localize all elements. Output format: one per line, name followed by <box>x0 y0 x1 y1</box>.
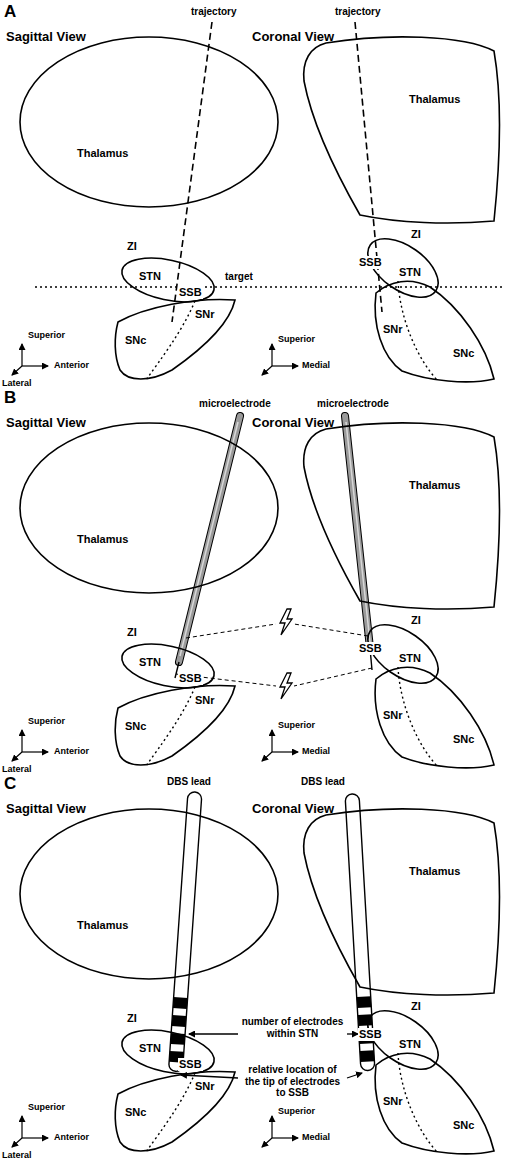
brain-region: SNrSNc <box>110 1064 240 1154</box>
region-label: SNr <box>194 694 216 707</box>
axis-label: Superior <box>278 334 315 344</box>
region-label: ZI <box>126 1012 138 1025</box>
axis-label: Superior <box>278 720 315 730</box>
region-label: SSB <box>358 1028 383 1041</box>
region-label: Thalamus <box>408 93 461 106</box>
axis-label: Medial <box>302 1132 330 1142</box>
axis-label: Medial <box>302 360 330 370</box>
thalamus-outline <box>18 421 280 596</box>
trajectory-label: trajectory <box>334 6 382 18</box>
region-label: SNr <box>194 1080 216 1093</box>
brain-region: Thalamus <box>18 807 280 982</box>
region-label: STN <box>138 656 162 669</box>
electrode-label: microelectrode <box>198 398 272 410</box>
brain-region: Thalamus <box>298 805 503 1000</box>
axis-label: Anterior <box>54 360 89 370</box>
thalamus-outline <box>298 33 503 228</box>
brain-region: SNrSNc <box>110 292 240 382</box>
view-title: Coronal View <box>252 30 334 45</box>
region-label: STN <box>138 1042 162 1055</box>
trajectory-label: trajectory <box>190 6 238 18</box>
brain-region: SNrSNc <box>368 1047 498 1157</box>
panel-a-art <box>12 22 505 375</box>
axis-label: Medial <box>302 746 330 756</box>
brain-region: Thalamus <box>18 35 280 210</box>
thalamus-outline <box>298 419 503 614</box>
panel-letter: C <box>4 774 16 794</box>
axis-label: Anterior <box>54 1132 89 1142</box>
region-label: ZI <box>126 626 138 639</box>
axis-label: Superior <box>28 330 65 340</box>
region-label: ZI <box>410 1000 422 1013</box>
region-label: SNc <box>452 1119 475 1132</box>
region-label: SSB <box>358 642 383 655</box>
region-label: Thalamus <box>76 919 129 932</box>
region-label: SSB <box>178 286 203 299</box>
brain-region: ZI SSB STN <box>358 226 448 306</box>
region-label: SNc <box>124 720 147 733</box>
region-label: STN <box>398 652 422 665</box>
axis-label: Superior <box>28 716 65 726</box>
region-label: SNc <box>452 347 475 360</box>
annotation: relative location of the tip of electrod… <box>240 1064 345 1099</box>
panel-c-art <box>12 792 375 1147</box>
axis-label: Lateral <box>2 764 32 774</box>
region-label: ZI <box>410 228 422 241</box>
region-label: STN <box>398 266 422 279</box>
brain-region: Thalamus <box>298 33 503 228</box>
brain-region: Thalamus <box>18 421 280 596</box>
panel-letter: A <box>4 2 16 22</box>
region-label: SSB <box>178 1058 203 1071</box>
lead-label: DBS lead <box>166 776 212 788</box>
brain-region: SNrSNc <box>110 678 240 768</box>
brain-region: ZI SSB STN <box>358 998 448 1078</box>
region-label: ZI <box>126 240 138 253</box>
axis-label: Anterior <box>54 746 89 756</box>
region-label: SNr <box>382 709 404 722</box>
panel-b-art <box>12 416 372 761</box>
region-label: SNr <box>194 308 216 321</box>
target-label: target <box>224 271 254 283</box>
region-label: SNc <box>124 1106 147 1119</box>
axis-label: Superior <box>28 1102 65 1112</box>
brain-region: Thalamus <box>298 419 503 614</box>
axis-label: Lateral <box>2 378 32 388</box>
brain-region: ZI SSB STN <box>358 612 448 692</box>
thalamus-outline <box>18 35 280 210</box>
lead-label: DBS lead <box>300 776 346 788</box>
axis-label: Lateral <box>2 1150 32 1160</box>
region-label: Thalamus <box>76 147 129 160</box>
region-label: SNc <box>124 334 147 347</box>
thalamus-outline <box>298 805 503 1000</box>
region-label: SSB <box>178 672 203 685</box>
thalamus-outline <box>18 807 280 982</box>
brain-region: SNrSNc <box>368 275 498 385</box>
panel-letter: B <box>4 388 16 408</box>
region-label: ZI <box>410 614 422 627</box>
brain-region: SNrSNc <box>368 661 498 771</box>
region-label: STN <box>398 1038 422 1051</box>
axis-label: Superior <box>278 1106 315 1116</box>
region-label: SNr <box>382 323 404 336</box>
region-label: SSB <box>358 256 383 269</box>
view-title: Sagittal View <box>6 802 86 817</box>
view-title: Sagittal View <box>6 30 86 45</box>
view-title: Sagittal View <box>6 416 86 431</box>
electrode-label: microelectrode <box>316 398 390 410</box>
region-label: Thalamus <box>408 479 461 492</box>
region-label: STN <box>138 270 162 283</box>
annotation: number of electrodes within STN <box>240 1016 345 1039</box>
region-label: Thalamus <box>76 533 129 546</box>
view-title: Coronal View <box>252 802 334 817</box>
region-label: Thalamus <box>408 865 461 878</box>
view-title: Coronal View <box>252 416 334 431</box>
region-label: SNc <box>452 733 475 746</box>
region-label: SNr <box>382 1095 404 1108</box>
